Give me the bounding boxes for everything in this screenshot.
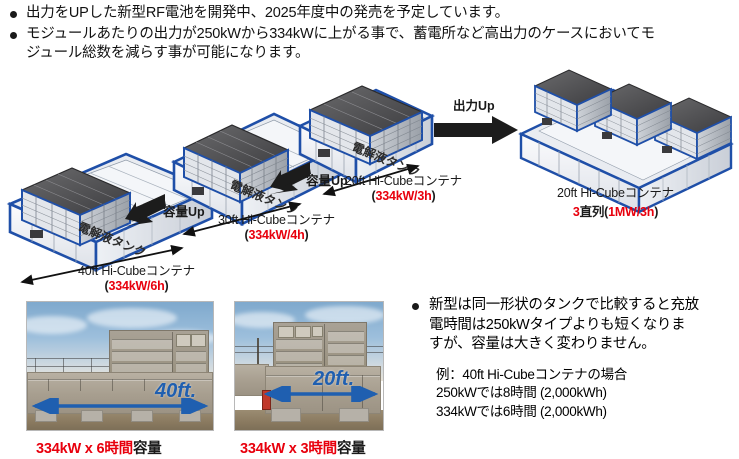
ground-background [27, 409, 213, 430]
note-bullet-row: 新型は同一形状のタンクで比較すると充放 電時間は250kWタイプよりも短くなりま… [412, 296, 737, 355]
roof-vent [176, 334, 191, 347]
label-20ft: 20ft Hi-Cubeコンテナ (334kW/3h) [345, 170, 462, 203]
label-20ft-spec: (334kW/3h) [371, 189, 436, 203]
dimension-text-40ft: 40ft. [155, 380, 197, 402]
note-block: 新型は同一形状のタンクで比較すると充放 電時間は250kWタイプよりも短くなりま… [412, 296, 737, 421]
louver-slat [276, 339, 322, 349]
bullet-item: モジュールあたりの出力が250kWから334kWに上がる事で、蓄電所など高出力の… [6, 25, 732, 63]
louver-slat [176, 351, 206, 361]
panel-seam [172, 332, 173, 374]
label-20ft-line1: 20ft Hi-Cubeコンテナ [345, 174, 462, 188]
dimension-arrow-20ft [322, 163, 420, 197]
dimension-arrow-40ft [20, 244, 184, 286]
cloud-shape [27, 316, 87, 334]
upper-module-container [273, 322, 367, 370]
caption-40ft-red: 334kW x 6時間 [36, 441, 133, 457]
caption-20ft-black: 容量 [336, 441, 366, 457]
louver-slat [276, 351, 322, 361]
intro-bullet-list: 出力をUPした新型RF電池を開発中、2025年度中の発売を予定しています。 モジ… [6, 4, 732, 65]
louver-slat [328, 343, 364, 353]
body-seam [28, 379, 212, 381]
caption-40ft: 334kW x 6時間容量 [36, 437, 162, 458]
note-body-text: 新型は同一形状のタンクで比較すると充放 電時間は250kWタイプよりも短くなりま… [429, 297, 699, 352]
foundation-block [339, 408, 369, 422]
bullet-text: 出力をUPした新型RF電池を開発中、2025年度中の発売を予定しています。 [26, 5, 509, 21]
cloud-shape [87, 308, 177, 328]
dimension-arrow-photo-20ft [263, 386, 379, 402]
louver-slat [328, 331, 364, 341]
louver-slat [112, 363, 172, 373]
handrail-post [91, 358, 92, 374]
container-illustration-20ft-x3 [518, 69, 734, 214]
utility-pole [257, 338, 259, 388]
foundation-block [271, 408, 301, 422]
handrail [27, 358, 127, 359]
handrail-post [35, 358, 36, 374]
caption-20ft-red: 334kW x 3時間 [240, 441, 337, 457]
caption-20ft: 334kW x 3時間容量 [240, 437, 366, 458]
caption-40ft-black: 容量 [132, 441, 162, 457]
label-20ft-x3-spec: 3直列(1MW/3h) [572, 205, 659, 219]
panel-seam [48, 379, 49, 391]
upper-module-container [109, 330, 209, 376]
bullet-text: モジュールあたりの出力が250kWから334kWに上がる事で、蓄電所など高出力の… [26, 26, 655, 61]
label-20ft-x3-line1: 20ft Hi-Cubeコンテナ [557, 186, 674, 200]
label-40ft-spec: (334kW/6h) [104, 279, 169, 293]
container-comparison-diagram: 電解液タンク 40ft Hi-Cubeコンテナ (334kW/6h) 容量Up [0, 58, 739, 293]
photo-20ft-container: 20ft. [234, 301, 384, 431]
handrail-post [63, 358, 64, 374]
label-30ft: 30ft Hi-Cubeコンテナ (334kW/4h) [218, 209, 335, 242]
dimension-text-20ft: 20ft. [313, 368, 355, 390]
roof-vent [312, 326, 323, 337]
roof-vent [278, 326, 294, 338]
bullet-dot-icon [10, 11, 17, 18]
label-30ft-spec: (334kW/4h) [244, 228, 309, 242]
cloud-shape [305, 306, 383, 324]
label-40ft-line1: 40ft Hi-Cubeコンテナ [78, 264, 195, 278]
capacity-up-arrow-1-icon [125, 194, 166, 226]
panel-seam [112, 379, 113, 391]
louver-slat [176, 363, 206, 373]
label-20ft-x3: 20ft Hi-Cubeコンテナ 3直列(1MW/3h) [557, 182, 674, 220]
container-unit-20ft-x3 [517, 62, 735, 214]
note-example-text: 例：40ft Hi-Cubeコンテナの場合 250kWでは8時間 (2,000k… [436, 366, 627, 419]
panel-seam [144, 379, 145, 391]
louver-slat [328, 355, 364, 365]
photo-40ft-container: 40ft. [26, 301, 214, 431]
bullet-dot-icon [412, 303, 419, 310]
louver-slat [112, 351, 172, 361]
roof-vent [295, 326, 311, 338]
body-seam [266, 375, 380, 377]
handrail [27, 366, 127, 367]
dimension-arrow-30ft [182, 201, 302, 237]
panel-seam [324, 324, 325, 368]
panel-seam [80, 379, 81, 391]
output-up-arrow-icon [434, 116, 518, 144]
label-40ft: 40ft Hi-Cubeコンテナ (334kW/6h) [78, 260, 195, 293]
capacity-up-arrow-2-icon [270, 162, 311, 194]
dimension-arrow-photo-40ft [31, 398, 209, 414]
louver-slat [112, 339, 172, 349]
bullet-item: 出力をUPした新型RF電池を開発中、2025年度中の発売を予定しています。 [6, 4, 732, 23]
label-30ft-line1: 30ft Hi-Cubeコンテナ [218, 213, 335, 227]
roof-vent [191, 334, 206, 347]
bullet-dot-icon [10, 32, 17, 39]
output-up-label: 出力Up [453, 99, 495, 113]
